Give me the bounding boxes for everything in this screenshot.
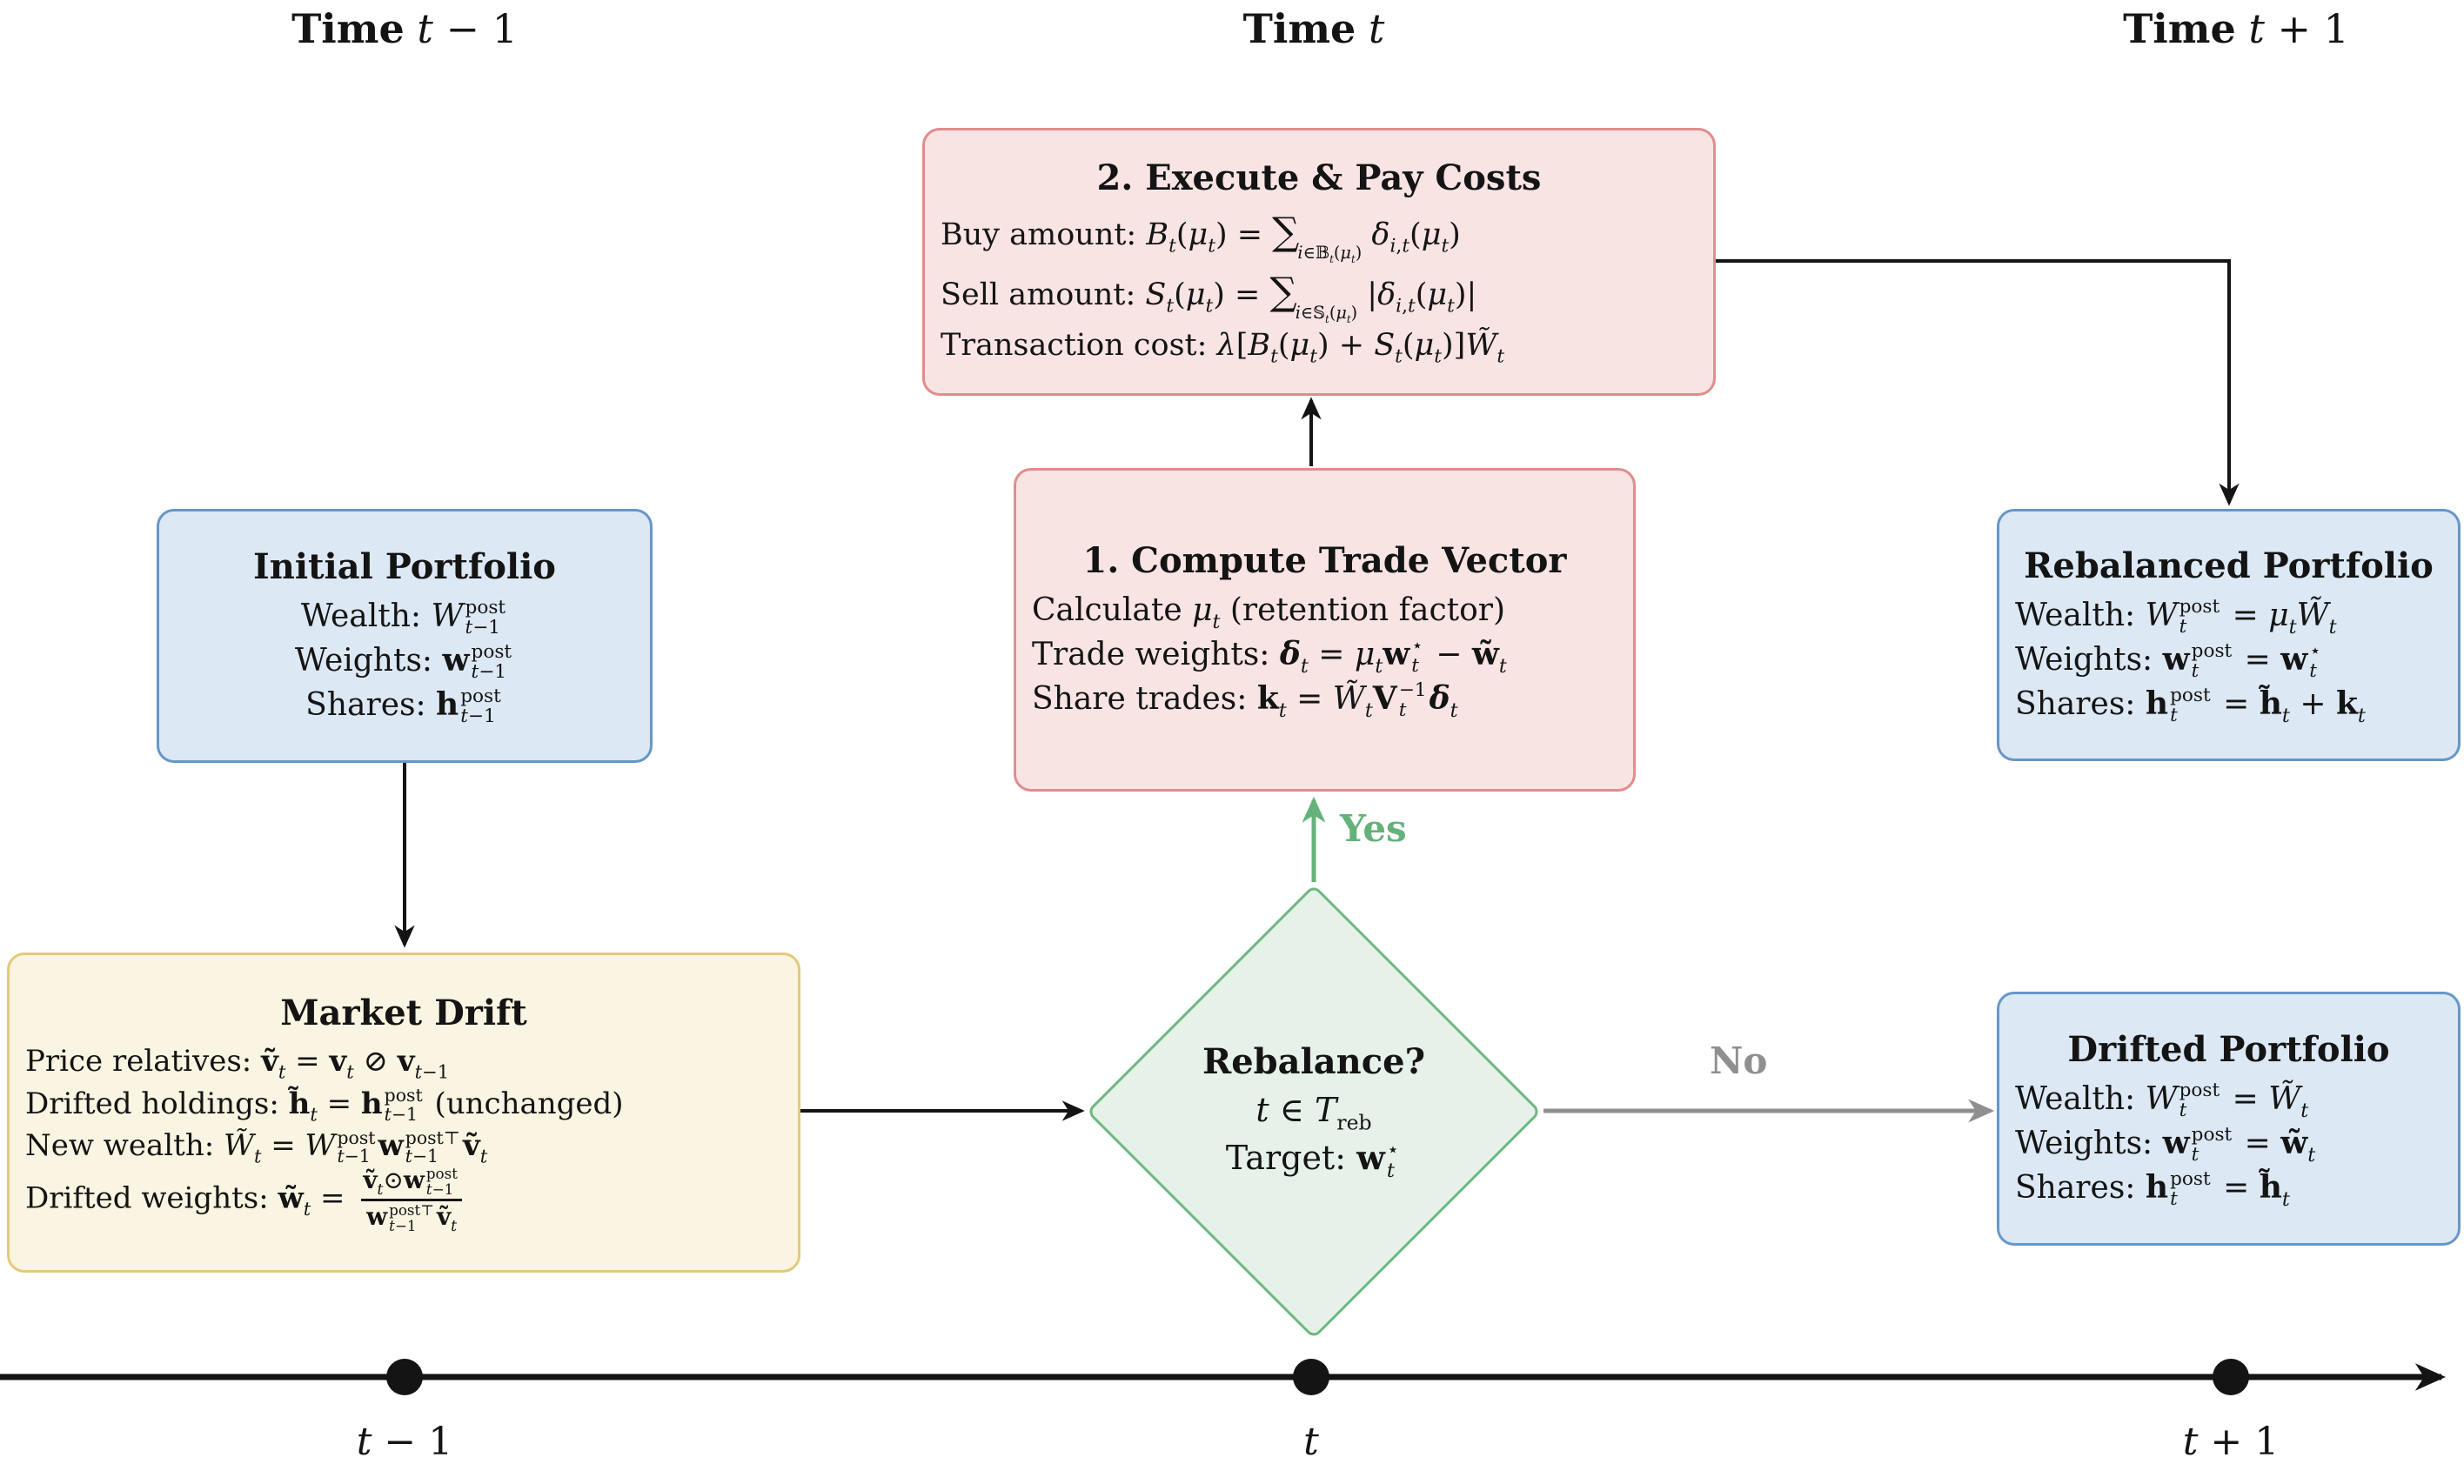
tick-t-minus-1: t − 1 — [356, 1420, 453, 1464]
header-time-t-plus-1: Time t + 1 — [2123, 5, 2349, 52]
decision-target: Target: w⋆t — [1225, 1138, 1400, 1182]
timeline-dot-t-plus-1 — [2213, 1359, 2249, 1395]
line-sell-amount: Sell amount: St(μt) = ∑i∈𝕊t(μt) |δi,t(μt… — [941, 269, 1477, 325]
box-market-drift: Market Drift Price relatives: ṽt = vt ⊘ … — [7, 953, 800, 1273]
box-title: Initial Portfolio — [253, 545, 556, 587]
header-time-t: Time t — [1242, 5, 1385, 52]
line-price-relatives: Price relatives: ṽt = vt ⊘ vt−1 — [25, 1044, 450, 1083]
label-no: No — [1710, 1039, 1768, 1082]
tick-t: t — [1303, 1420, 1319, 1464]
box-title: Drifted Portfolio — [2067, 1028, 2390, 1070]
decision-condition: t ∈ Treb — [1255, 1091, 1372, 1135]
arrow-execute-to-rebalanced — [1716, 259, 2240, 506]
box-title: Rebalanced Portfolio — [2024, 545, 2434, 586]
box-title: 2. Execute & Pay Costs — [1096, 157, 1542, 198]
box-compute-trade-vector: 1. Compute Trade Vector Calculate μt (re… — [1014, 468, 1636, 792]
line-calculate-mu: Calculate μt (retention factor) — [1032, 592, 1506, 633]
line-transaction-cost: Transaction cost: λ[Bt(μt) + St(μt)]W̃t — [941, 328, 1505, 369]
box-title: Market Drift — [280, 993, 527, 1034]
timeline-dot-t — [1293, 1359, 1329, 1395]
line-trade-weights: Trade weights: δt = μtw⋆t − w̃t — [1032, 635, 1507, 678]
label-yes: Yes — [1340, 807, 1407, 850]
line-buy-amount: Buy amount: Bt(μt) = ∑i∈𝔹t(μt) δi,t(μt) — [941, 209, 1461, 266]
decision-title: Rebalance? — [1202, 1041, 1425, 1083]
box-title: 1. Compute Trade Vector — [1082, 539, 1567, 581]
decision-rebalance: Rebalance? t ∈ Treb Target: w⋆t — [1140, 951, 1488, 1273]
tick-t-plus-1: t + 1 — [2182, 1420, 2280, 1464]
box-execute-pay-costs: 2. Execute & Pay Costs Buy amount: Bt(μt… — [922, 128, 1716, 396]
header-time-t-minus-1: Time t − 1 — [291, 5, 518, 52]
timeline-dot-t-minus-1 — [386, 1359, 423, 1395]
